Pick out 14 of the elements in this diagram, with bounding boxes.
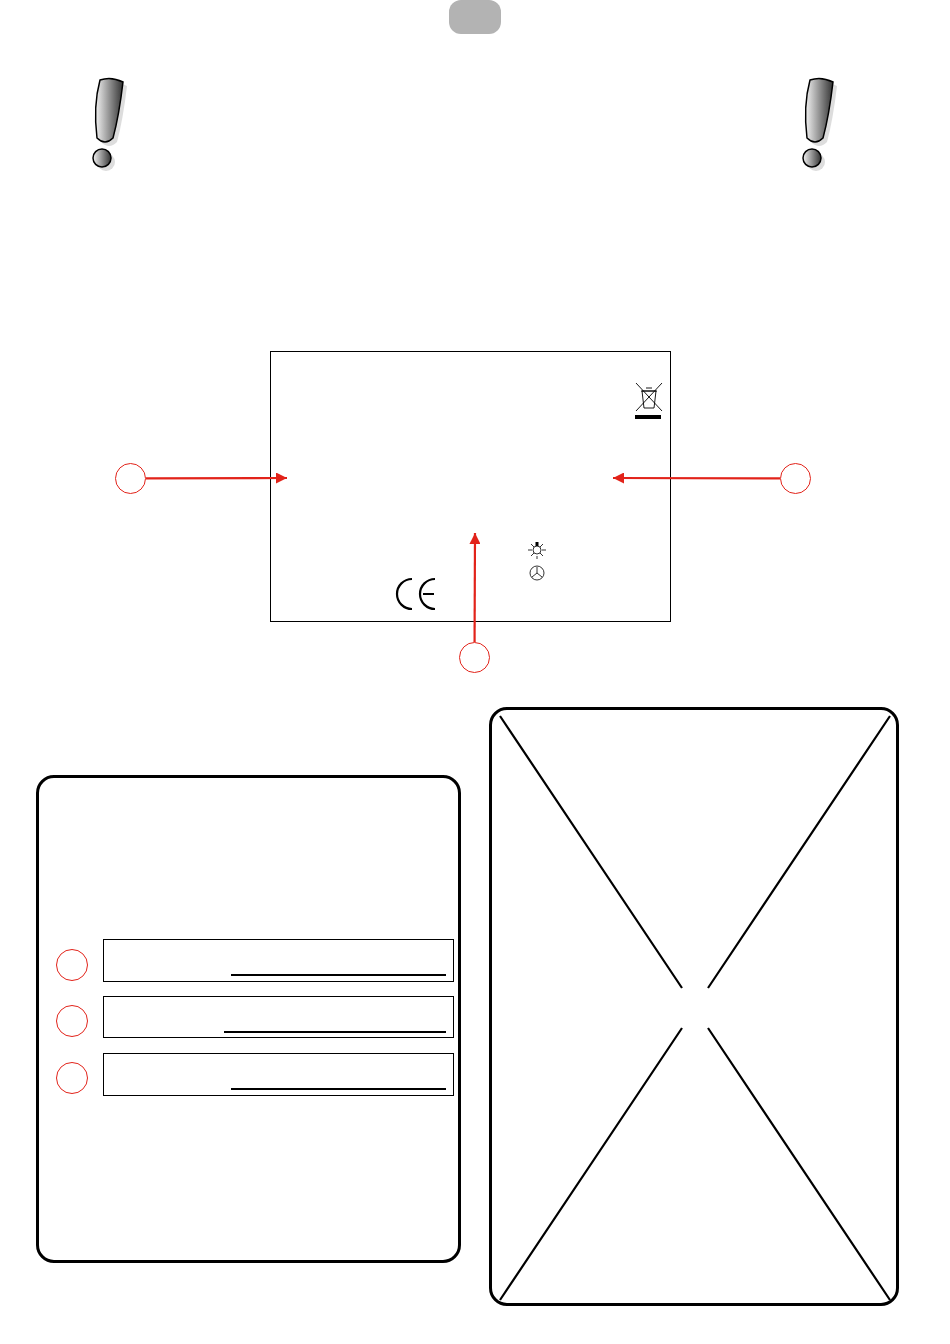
callout-circle (56, 949, 88, 981)
callout-circle (56, 1005, 88, 1037)
field-box (103, 1053, 454, 1096)
leader-arrow (146, 472, 287, 484)
field-box (103, 939, 454, 982)
info-panel (36, 775, 461, 1263)
leader-arrow (469, 533, 481, 642)
callout-circle (56, 1062, 88, 1094)
leader-arrow (613, 472, 780, 484)
callout-circle (780, 463, 811, 494)
label-plate (270, 351, 671, 622)
callout-circle (115, 463, 146, 494)
field-box (103, 996, 454, 1038)
callout-circle (459, 642, 490, 673)
